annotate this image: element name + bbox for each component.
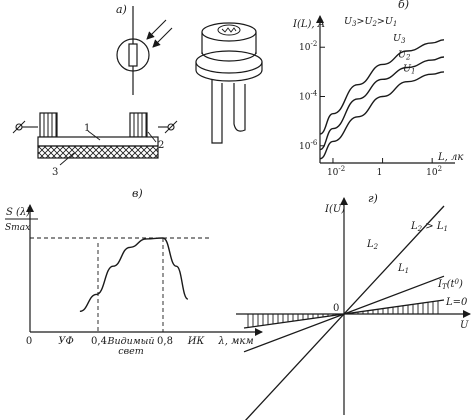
panel-b-label: б)	[398, 0, 409, 11]
callout-3: 3	[52, 167, 58, 178]
panel-v-label: в)	[132, 187, 143, 200]
g-it-label: IT(t0)	[437, 278, 463, 291]
g-l1-label: L1	[397, 263, 409, 275]
b-x-axis-label: L, лк	[437, 152, 463, 163]
light-arrow-icon	[146, 19, 167, 40]
b-y-tick-label: 10-2	[299, 40, 317, 53]
v-ir-label: ИК	[187, 336, 205, 347]
panel-a: а)	[12, 3, 263, 178]
v-tick-0-4: 0,4	[91, 336, 107, 347]
b-x-tick-label: 102	[426, 165, 442, 178]
b-curve-u3	[319, 39, 445, 135]
b-y-tick-label: 10-6	[299, 139, 318, 152]
b-ordering-label: U3>U2>U1	[344, 16, 397, 28]
v-visible-label-2: свет	[118, 346, 143, 357]
g-zero-label: 0	[333, 303, 339, 314]
b-curve-u1	[319, 71, 445, 160]
v-zero-label: 0	[26, 336, 32, 347]
device-lead	[211, 80, 223, 144]
b-x-tick-label: 10-2	[327, 165, 345, 178]
v-spectral-curve	[79, 237, 189, 312]
b-curve-label-u3: U3	[393, 33, 406, 45]
b-x-tick-label: 1	[377, 168, 383, 178]
g-line-l0	[243, 299, 445, 329]
b-y-axis-label: I(L), A	[292, 19, 325, 30]
b-curve-u2	[319, 56, 445, 151]
v-y-label-numerator: S (λ)	[6, 207, 30, 218]
v-visible-label: Видимый	[107, 336, 155, 347]
photoresistor-device-sketch	[195, 22, 263, 144]
v-y-label-denominator: Smax	[5, 223, 30, 233]
g-l0-label: L=0	[445, 297, 468, 308]
photoresistor-cross-section: 1 2 3	[12, 112, 178, 178]
light-arrow-icon	[152, 27, 173, 48]
g-iv-lines	[243, 205, 445, 420]
b-curve-label-u1: U1	[403, 64, 415, 76]
panel-g-label: г)	[368, 192, 378, 205]
g-dark-current-hatch	[247, 300, 439, 328]
photoresistor-symbol	[116, 6, 173, 95]
callout-2: 2	[158, 140, 164, 151]
v-uv-label: УФ	[58, 336, 74, 347]
g-l2-label: L2	[366, 239, 379, 251]
v-x-axis-label: λ, мкм	[217, 336, 253, 347]
g-x-axis-label: U	[460, 320, 469, 331]
panel-a-label: а)	[116, 3, 127, 16]
g-condition-label: L2 > L1	[410, 221, 448, 233]
substrate	[37, 145, 159, 159]
panel-b: б) I(L), A U3>U2>U1 L, лк 10-2 10-4 10-6 10…	[292, 0, 463, 178]
v-tick-0-8: 0,8	[157, 336, 173, 347]
callout-1: 1	[84, 123, 90, 134]
b-y-tick-label: 10-4	[299, 90, 318, 103]
panel-v: в) S (λ) Smax 0 УФ 0,4 Видимый свет 0,8 …	[5, 187, 263, 357]
device-lead	[233, 83, 246, 132]
g-y-axis-label: I(U)	[324, 204, 345, 215]
panel-g: г) I(U) 0 U L2 > L1 L2 L1 IT(t0) L=0	[236, 192, 471, 420]
